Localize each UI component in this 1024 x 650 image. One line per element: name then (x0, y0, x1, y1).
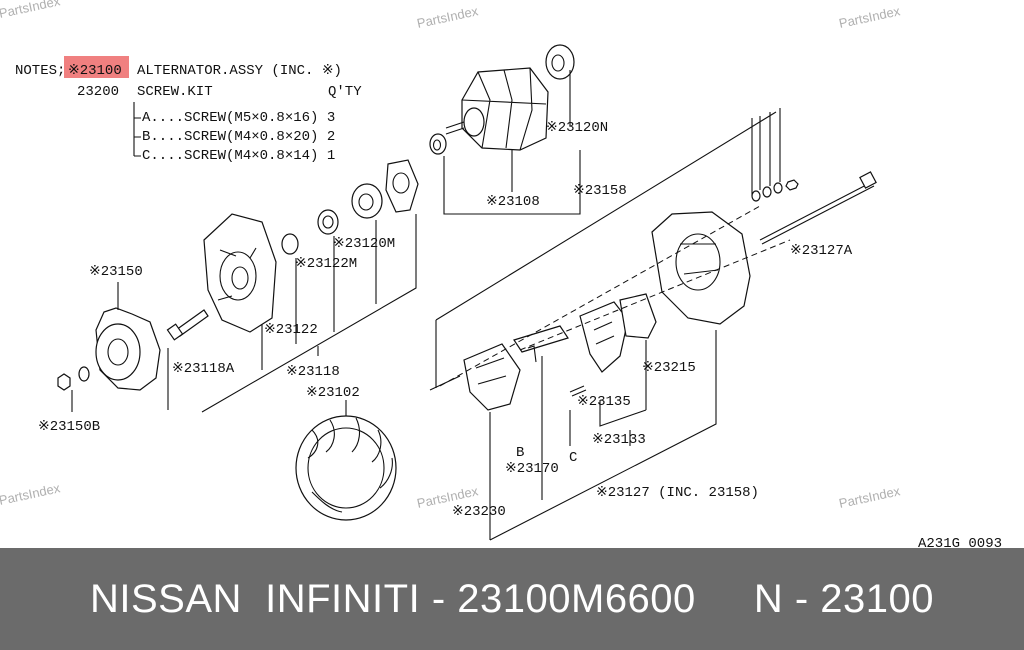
diode-plate-23133[interactable] (579, 301, 629, 373)
bracket-line (133, 102, 141, 157)
screw-kit-part-number[interactable]: 23200 (77, 84, 119, 100)
front-cover[interactable] (203, 213, 277, 333)
callout-23127[interactable]: ※23127 (INC. 23158) (596, 485, 759, 501)
callout-23108[interactable]: ※23108 (486, 194, 540, 210)
assembly-centerline (439, 205, 761, 387)
leader-line (201, 214, 417, 413)
callout-23118a[interactable]: ※23118A (172, 361, 235, 377)
watermark: PartsIndex (0, 480, 62, 508)
stator[interactable] (295, 415, 397, 521)
leader-line (489, 330, 717, 541)
screw-row: A....SCREW(M5×0.8×16) 3 (142, 110, 335, 126)
label-c: C (569, 450, 577, 466)
callout-23230[interactable]: ※23230 (452, 504, 506, 520)
callout-23150[interactable]: ※23150 (89, 264, 143, 280)
screw-row: C....SCREW(M4×0.8×14) 1 (142, 148, 335, 164)
callout-23122[interactable]: ※23122 (264, 322, 318, 338)
alternator-description: ALTERNATOR.ASSY (INC. ※) (137, 63, 342, 79)
retainer-23122m[interactable] (317, 209, 339, 235)
screw-row: B....SCREW(M4×0.8×20) 2 (142, 129, 335, 145)
callout-23120m[interactable]: ※23120M (333, 236, 395, 252)
leader-line (71, 282, 169, 412)
bolt-23118a[interactable] (166, 309, 209, 341)
leader-line (435, 108, 781, 388)
nut-washer[interactable] (57, 366, 90, 391)
pulley[interactable] (95, 307, 161, 391)
exploded-parts-diagram: PartsIndex PartsIndex PartsIndex PartsIn… (0, 0, 1002, 548)
bracket-23170[interactable] (513, 325, 569, 353)
footer-bar: NISSAN INFINITI - 23100M6600 N - 23100 (0, 548, 1024, 650)
callout-23170[interactable]: ※23170 (505, 461, 559, 477)
nut-washers[interactable] (751, 179, 799, 202)
spacer-ring[interactable] (429, 133, 447, 155)
callout-23118[interactable]: ※23118 (286, 364, 340, 380)
watermark: PartsIndex (838, 3, 902, 31)
leader-line (443, 70, 581, 215)
callout-23150b[interactable]: ※23150B (38, 419, 100, 435)
quantity-header: Q'TY (328, 84, 362, 100)
callout-23122m[interactable]: ※23122M (295, 256, 357, 272)
alternator-part-number[interactable]: ※23100 (68, 63, 122, 79)
callout-23120n[interactable]: ※23120N (546, 120, 608, 136)
callout-23127a[interactable]: ※23127A (790, 243, 853, 259)
gasket-plate[interactable] (385, 159, 419, 213)
watermark: PartsIndex (0, 0, 62, 21)
bearing-23120n[interactable] (545, 44, 575, 80)
rotor-part[interactable] (445, 67, 549, 151)
rear-housing[interactable] (651, 211, 751, 325)
assembly-centerline (519, 239, 791, 351)
ring-23122[interactable] (281, 233, 299, 255)
callout-23133[interactable]: ※23133 (592, 432, 646, 448)
through-bolt-23127a[interactable] (759, 171, 877, 245)
diagram-code: A231G 0093 (918, 536, 1002, 548)
highlight-box (64, 56, 129, 78)
screw-kit-description: SCREW.KIT (137, 84, 213, 100)
bearing-23120m[interactable] (351, 183, 383, 219)
callout-23102[interactable]: ※23102 (306, 385, 360, 401)
brush-holder-23230[interactable] (463, 343, 521, 411)
callout-23215[interactable]: ※23215 (642, 360, 696, 376)
screw-c[interactable] (569, 385, 587, 397)
watermark: PartsIndex (838, 483, 902, 511)
callout-23135[interactable]: ※23135 (577, 394, 631, 410)
label-b: B (516, 445, 524, 461)
regulator-23215[interactable] (619, 293, 657, 339)
callout-23158[interactable]: ※23158 (573, 183, 627, 199)
watermark: PartsIndex (416, 3, 480, 31)
notes-prefix: NOTES; (15, 63, 65, 79)
footer-part-numbers: NISSAN INFINITI - 23100M6600 N - 23100 (89, 576, 935, 621)
